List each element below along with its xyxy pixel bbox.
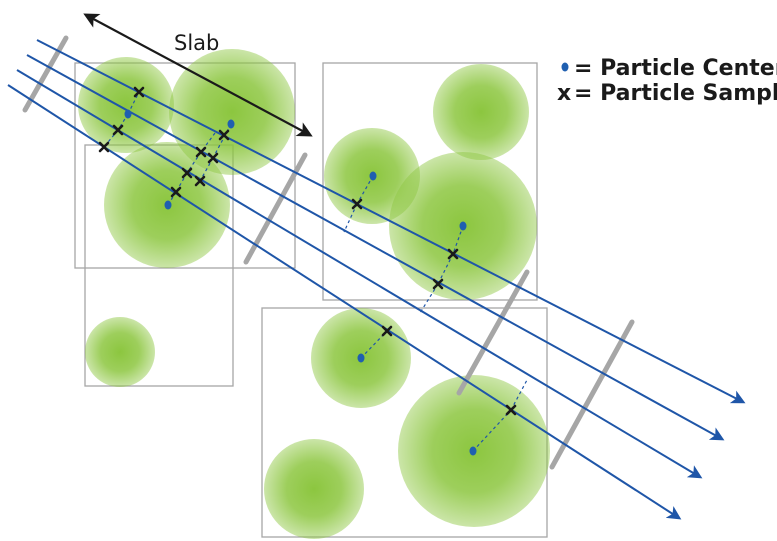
particle-center: [470, 447, 477, 456]
legend-center-icon: [562, 63, 569, 72]
particle: [264, 439, 364, 539]
legend-sample-label: = Particle Sample: [574, 81, 777, 106]
particle-center: [228, 120, 235, 129]
legend-center-label: = Particle Center: [574, 56, 777, 81]
particle-center: [358, 354, 365, 363]
particle: [433, 64, 529, 160]
particle-center: [125, 110, 132, 119]
particle-center: [460, 222, 467, 231]
particle-center: [165, 201, 172, 210]
particle: [85, 317, 155, 387]
legend: = Particle Center x = Particle Sample: [557, 56, 777, 106]
particle-center: [370, 172, 377, 181]
legend-sample-icon: x: [557, 81, 571, 106]
slab-label: Slab: [174, 31, 219, 55]
slab-plane: [552, 322, 632, 467]
slab-plane: [246, 155, 305, 262]
